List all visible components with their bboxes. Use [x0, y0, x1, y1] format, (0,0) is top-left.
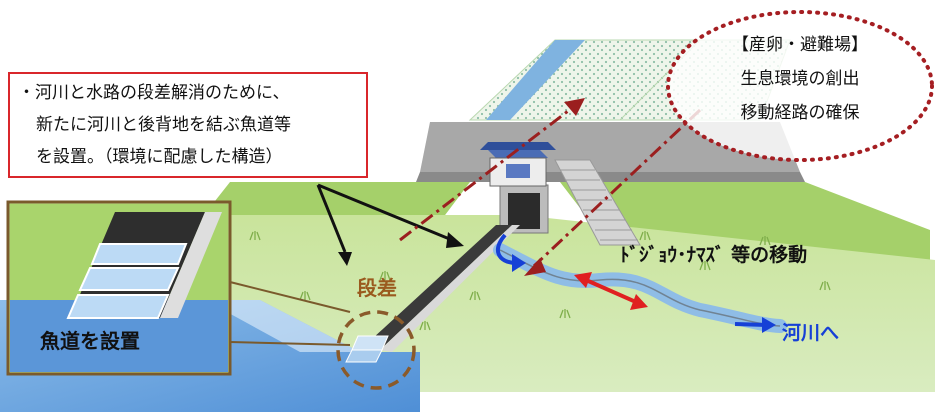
habitat-ellipse: [666, 10, 934, 162]
callout-box: ・河川と水路の段差解消のために、 新たに河川と後背地を結ぶ魚道等 を設置。（環境…: [8, 72, 368, 178]
movement-label: ﾄﾞｼﾞｮｳ･ﾅﾏｽﾞ 等の移動: [620, 244, 808, 266]
callout-line-1: ・河川と水路の段差解消のために、: [18, 83, 290, 103]
callout-line-2: 新たに河川と後背地を結ぶ魚道等: [36, 115, 291, 135]
grass-tufts: [249, 231, 831, 331]
ellipse-line-3: 移動経路の確保: [740, 103, 860, 123]
blue-flow-arrows: [495, 233, 776, 333]
fishway-highlight-circle: [336, 310, 416, 390]
migration-route-arrows: [399, 98, 702, 276]
fishway-steps: [345, 335, 389, 363]
back-canal: [486, 40, 585, 120]
fishway-inset: [6, 200, 232, 376]
to-river-label: 河川へ: [782, 322, 840, 344]
ellipse-line-1: 【産卵・避難場】: [732, 35, 868, 55]
red-bidirectional-arrow: [574, 272, 648, 310]
fishway-label: 魚道を設置: [40, 329, 140, 353]
ellipse-line-2: 生息環境の創出: [740, 69, 860, 89]
step-label: 段差: [357, 276, 397, 300]
callout-line-3: を設置。（環境に配慮した構造）: [36, 147, 283, 167]
callout-pointer-arrows: [316, 183, 464, 266]
